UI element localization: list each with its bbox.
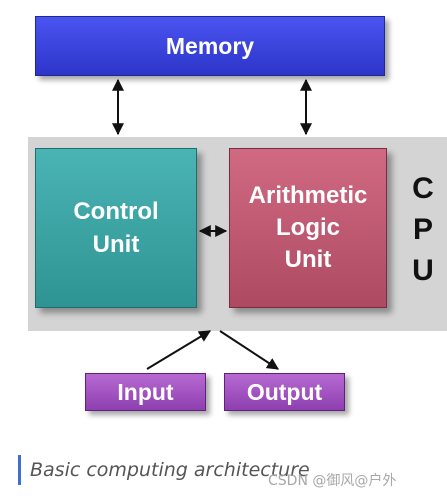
memory-label: Memory bbox=[165, 32, 255, 59]
control-unit-box: Control Unit bbox=[35, 148, 197, 308]
cpu-label: C P U bbox=[412, 172, 434, 287]
alu-box: Arithmetic Logic Unit bbox=[229, 148, 387, 308]
architecture-diagram: Memory Control Unit Arithmetic Logic Uni… bbox=[28, 16, 447, 411]
input-box: Input bbox=[85, 373, 206, 411]
control-unit-label: Control Unit bbox=[73, 198, 159, 258]
alu-label: Arithmetic Logic Unit bbox=[248, 182, 368, 273]
caption-accent-bar bbox=[18, 455, 21, 485]
output-box: Output bbox=[224, 373, 345, 411]
connector-arrows bbox=[112, 78, 312, 370]
input-cpu-arrow bbox=[146, 330, 212, 370]
caption-text: Basic computing architecture bbox=[30, 459, 310, 481]
input-label: Input bbox=[117, 378, 174, 405]
figure-caption: Basic computing architecture bbox=[18, 455, 310, 485]
output-label: Output bbox=[246, 378, 323, 405]
memory-box: Memory bbox=[35, 16, 385, 76]
watermark: CSDN @御风@户外 bbox=[268, 473, 397, 489]
cpu-output-arrow bbox=[219, 330, 280, 370]
